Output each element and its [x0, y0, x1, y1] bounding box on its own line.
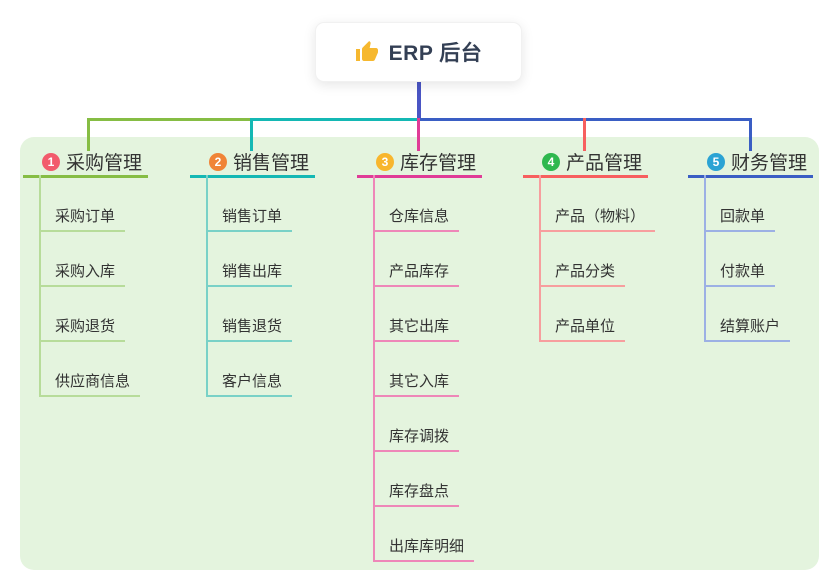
child-tree-line: [704, 175, 706, 342]
branch-connector: [87, 118, 90, 151]
child-node[interactable]: 产品单位: [539, 312, 626, 342]
branch-node[interactable]: 4 产品管理: [523, 148, 649, 178]
branch-node[interactable]: 3 库存管理: [357, 148, 483, 178]
child-node[interactable]: 采购订单: [39, 202, 126, 232]
child-label: 其它出库: [389, 318, 450, 335]
child-label: 付款单: [720, 263, 766, 280]
branch-badge: 5: [707, 152, 725, 171]
branch-badge: 4: [542, 152, 560, 171]
child-tree-line: [539, 175, 541, 342]
child-node[interactable]: 供应商信息: [39, 367, 141, 397]
child-label: 库存调拨: [389, 428, 450, 445]
branch-bus-line: [87, 118, 252, 121]
child-label: 产品单位: [555, 318, 616, 335]
root-node[interactable]: ERP 后台: [315, 22, 522, 82]
child-label: 其它入库: [389, 373, 450, 390]
root-label: ERP 后台: [388, 42, 483, 65]
branches-panel: [20, 137, 819, 570]
branch-badge: 1: [42, 152, 60, 171]
child-label: 客户信息: [222, 373, 283, 390]
child-node[interactable]: 销售订单: [206, 202, 293, 232]
child-label: 回款单: [720, 208, 766, 225]
child-label: 产品分类: [555, 263, 616, 280]
branch-badge: 3: [376, 152, 394, 171]
child-node[interactable]: 结算账户: [704, 312, 791, 342]
child-node[interactable]: 付款单: [704, 257, 776, 287]
child-node[interactable]: 销售退货: [206, 312, 293, 342]
child-node[interactable]: 其它入库: [373, 367, 460, 397]
child-node[interactable]: 回款单: [704, 202, 776, 232]
branch-badge: 2: [209, 152, 227, 171]
branch-connector: [250, 118, 253, 151]
child-label: 产品（物料）: [555, 208, 646, 225]
child-node[interactable]: 出库库明细: [373, 532, 475, 562]
child-node[interactable]: 产品分类: [539, 257, 626, 287]
branch-connector: [749, 118, 752, 151]
branch-node[interactable]: 2 销售管理: [190, 148, 316, 178]
branch-connector: [417, 118, 420, 151]
child-label: 产品库存: [389, 263, 450, 280]
child-node[interactable]: 销售出库: [206, 257, 293, 287]
child-node[interactable]: 产品（物料）: [539, 202, 656, 232]
child-node[interactable]: 产品库存: [373, 257, 460, 287]
child-node[interactable]: 采购入库: [39, 257, 126, 287]
branch-label: 产品管理: [566, 153, 643, 174]
child-label: 采购入库: [55, 263, 116, 280]
branch-connector: [583, 118, 586, 151]
child-label: 库存盘点: [389, 483, 450, 500]
child-label: 销售订单: [222, 208, 283, 225]
child-node[interactable]: 客户信息: [206, 367, 293, 397]
child-node[interactable]: 仓库信息: [373, 202, 460, 232]
thumbs-up-icon: [355, 41, 378, 61]
child-label: 销售退货: [222, 318, 283, 335]
branch-node[interactable]: 5 财务管理: [688, 148, 814, 178]
child-label: 供应商信息: [55, 373, 131, 390]
branch-node[interactable]: 1 采购管理: [23, 148, 149, 178]
child-label: 结算账户: [720, 318, 781, 335]
child-tree-line: [373, 175, 375, 562]
branch-label: 销售管理: [233, 153, 310, 174]
child-label: 采购订单: [55, 208, 116, 225]
child-label: 销售出库: [222, 263, 283, 280]
child-node[interactable]: 其它出库: [373, 312, 460, 342]
branch-bus-line: [252, 118, 419, 121]
branch-label: 财务管理: [731, 153, 808, 174]
child-node[interactable]: 库存盘点: [373, 477, 460, 507]
child-label: 仓库信息: [389, 208, 450, 225]
root-connector-line: [417, 82, 421, 121]
child-node[interactable]: 采购退货: [39, 312, 126, 342]
child-label: 采购退货: [55, 318, 116, 335]
branch-label: 库存管理: [400, 153, 477, 174]
child-label: 出库库明细: [389, 538, 465, 555]
branch-label: 采购管理: [66, 153, 143, 174]
child-node[interactable]: 库存调拨: [373, 422, 460, 452]
